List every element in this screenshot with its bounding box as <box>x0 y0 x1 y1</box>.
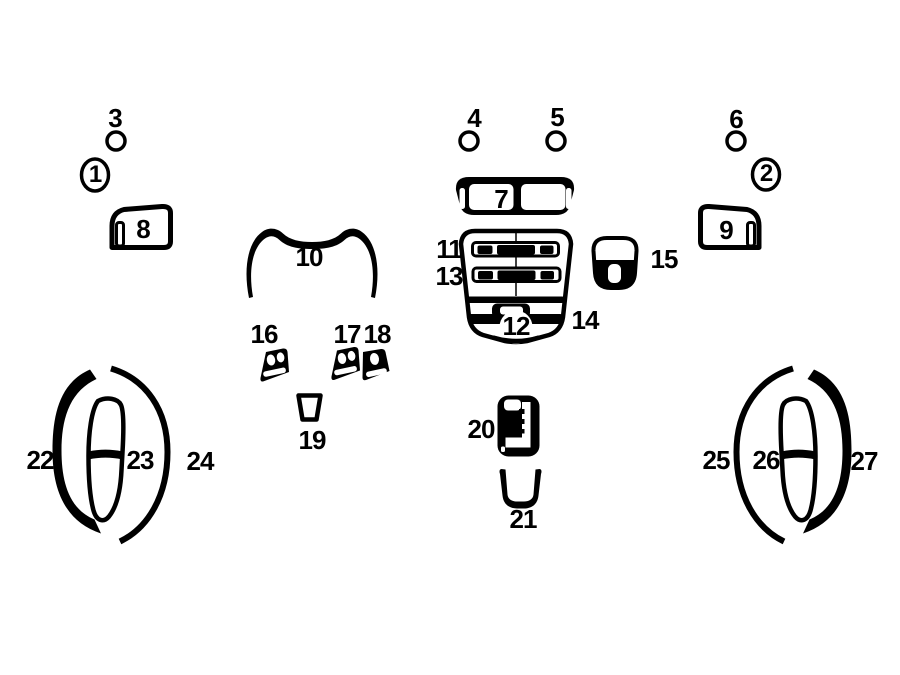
part-label-5: 5 <box>550 102 565 132</box>
part-22-shape <box>52 369 101 534</box>
part-10-shape <box>246 228 378 298</box>
marker-circle-4 <box>458 130 480 152</box>
part-7-shape <box>455 177 575 215</box>
part-label-7: 7 <box>494 184 509 214</box>
part-23-shape <box>86 396 126 523</box>
callout-ellipse-1 <box>79 157 111 193</box>
marker-circle-6 <box>725 130 747 152</box>
part-label-18: 18 <box>363 319 392 349</box>
part-18-shape <box>362 348 390 381</box>
part-21-shape <box>499 469 542 509</box>
part-15-shape <box>591 236 639 290</box>
part-11-shape <box>471 241 560 258</box>
part-19-shape <box>296 393 323 422</box>
part-24-shape <box>110 365 171 545</box>
part-13-shape <box>471 266 562 283</box>
marker-circle-5 <box>545 130 567 152</box>
part-label-1: 1 <box>88 161 102 188</box>
part-label-17: 17 <box>333 319 362 349</box>
part-8-shape <box>109 203 173 250</box>
part-label-19: 19 <box>298 425 327 455</box>
part-16-shape <box>260 348 289 382</box>
part-label-25: 25 <box>702 445 731 475</box>
part-label-20: 20 <box>467 414 496 444</box>
part-label-22: 22 <box>26 445 55 475</box>
part-label-10: 10 <box>295 242 324 272</box>
part-label-13: 13 <box>435 261 464 291</box>
part-label-26: 26 <box>752 445 781 475</box>
part-label-11: 11 <box>436 234 462 264</box>
part-label-9: 9 <box>719 215 734 245</box>
part-label-12: 12 <box>502 311 531 341</box>
part-label-27: 27 <box>850 446 879 476</box>
part-20-shape <box>497 395 540 457</box>
marker-circle-3 <box>105 130 127 152</box>
part-label-4: 4 <box>467 103 482 133</box>
part-label-24: 24 <box>186 446 215 476</box>
part-label-8: 8 <box>136 214 151 244</box>
part-label-14: 14 <box>571 305 600 335</box>
callout-ellipse-2 <box>750 157 782 192</box>
part-label-16: 16 <box>250 319 279 349</box>
part-label-2: 2 <box>759 160 773 187</box>
part-label-6: 6 <box>729 104 744 134</box>
part-label-15: 15 <box>650 244 679 274</box>
part-17-shape <box>331 346 360 381</box>
part-14-shape <box>458 228 574 345</box>
part-label-21: 21 <box>509 504 538 534</box>
part-label-23: 23 <box>126 445 155 475</box>
part-label-3: 3 <box>108 103 123 133</box>
left-door-parts <box>52 365 171 545</box>
